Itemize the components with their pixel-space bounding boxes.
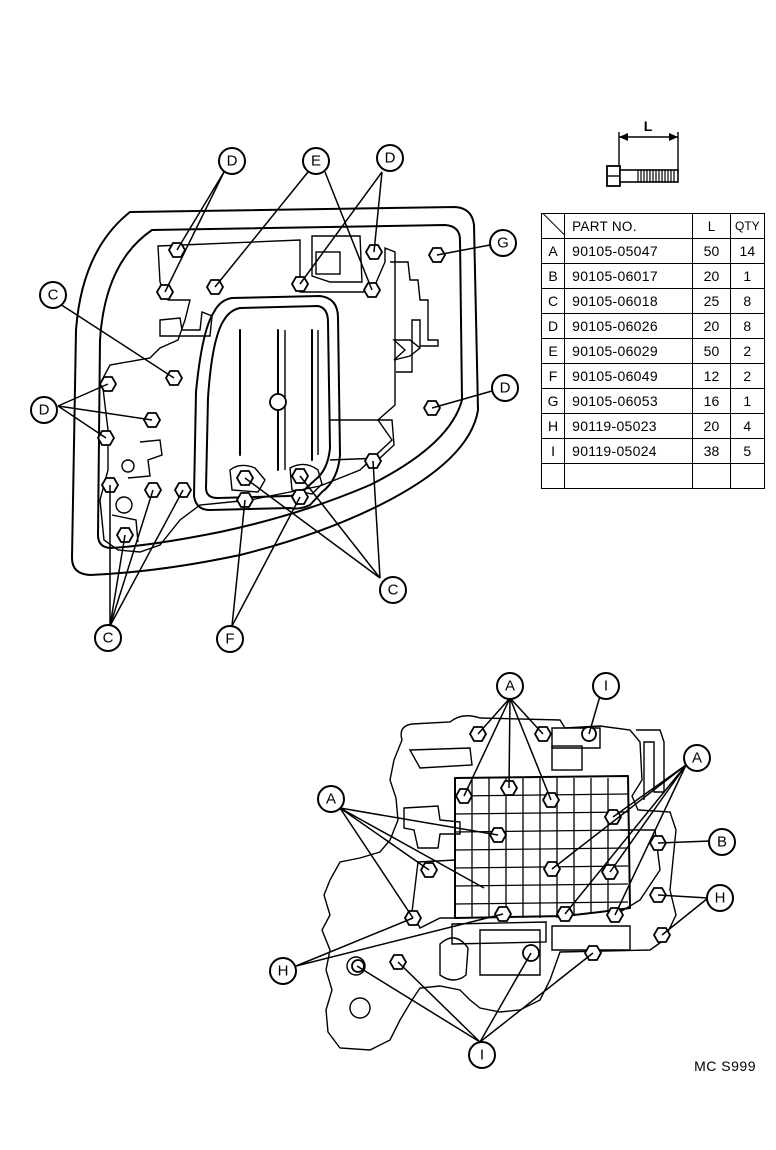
svg-text:A: A [692, 750, 702, 767]
row-key: G [540, 388, 566, 414]
row-key: D [540, 313, 566, 339]
row-part-no: 90105-06053 [564, 388, 694, 414]
row-key [540, 463, 566, 489]
row-part-no: 90105-06049 [564, 363, 694, 389]
row-key: C [540, 288, 566, 314]
svg-text:B: B [717, 834, 727, 851]
table-row: B 90105-06017 20 1 [540, 263, 766, 289]
row-part-no: 90105-06018 [564, 288, 694, 314]
svg-text:E: E [311, 153, 321, 170]
bolt-length-icon: L [606, 118, 679, 187]
row-key: H [540, 413, 566, 439]
svg-text:A: A [505, 678, 515, 695]
row-length: 20 [692, 263, 731, 289]
callout-a-left: A [317, 785, 345, 813]
svg-text:A: A [326, 791, 336, 808]
callout-g: G [489, 229, 517, 257]
row-length: 16 [692, 388, 731, 414]
table-row: E 90105-06029 50 2 [540, 338, 766, 364]
upper-valve-body-view: D E D G C D D C [30, 144, 519, 653]
callout-a-top: A [496, 672, 524, 700]
callout-d-top-right: D [376, 144, 404, 172]
table-row: G 90105-06053 16 1 [540, 388, 766, 414]
table-row-empty [540, 463, 766, 489]
row-length: 50 [692, 338, 731, 364]
row-length: 25 [692, 288, 731, 314]
row-key: B [540, 263, 566, 289]
row-qty: 8 [729, 288, 766, 314]
callout-h-left: H [269, 957, 297, 985]
lower-valve-body-view: A I A A B H H I [269, 672, 736, 1069]
header-qty: QTY [729, 213, 766, 239]
callout-f: F [216, 625, 244, 653]
row-length [692, 463, 731, 489]
row-length: 38 [692, 438, 731, 464]
row-part-no: 90105-06026 [564, 313, 694, 339]
row-qty: 5 [729, 438, 766, 464]
row-qty: 2 [729, 363, 766, 389]
svg-text:C: C [48, 287, 59, 304]
row-qty [729, 463, 766, 489]
row-length: 20 [692, 313, 731, 339]
dimension-label: L [644, 118, 653, 134]
table-row: F 90105-06049 12 2 [540, 363, 766, 389]
callout-d-left: D [30, 396, 58, 424]
svg-text:I: I [604, 678, 608, 695]
table-row: I 90119-05024 38 5 [540, 438, 766, 464]
row-qty: 1 [729, 388, 766, 414]
svg-text:G: G [497, 235, 509, 252]
row-key: A [540, 238, 566, 264]
row-qty: 14 [729, 238, 766, 264]
callout-i-top: I [592, 672, 620, 700]
header-length: L [692, 213, 731, 239]
svg-text:C: C [388, 582, 399, 599]
callout-c-bottom-left: C [94, 624, 122, 652]
parts-table-header: PART NO. L QTY [540, 213, 766, 239]
callout-i-bottom: I [468, 1041, 496, 1069]
row-part-no [564, 463, 694, 489]
callout-d-right: D [491, 374, 519, 402]
row-length: 50 [692, 238, 731, 264]
callout-c-bottom-right: C [379, 576, 407, 604]
row-part-no: 90119-05023 [564, 413, 694, 439]
svg-text:C: C [103, 630, 114, 647]
drawing-code: MC S999 [694, 1058, 756, 1074]
header-part-no: PART NO. [564, 213, 694, 239]
table-row: C 90105-06018 25 8 [540, 288, 766, 314]
callout-a-right: A [683, 744, 711, 772]
row-qty: 4 [729, 413, 766, 439]
row-qty: 8 [729, 313, 766, 339]
row-qty: 2 [729, 338, 766, 364]
callout-e: E [302, 147, 330, 175]
header-key [540, 213, 566, 239]
svg-text:H: H [715, 890, 726, 907]
row-key: E [540, 338, 566, 364]
row-part-no: 90105-06017 [564, 263, 694, 289]
row-key: I [540, 438, 566, 464]
row-part-no: 90105-05047 [564, 238, 694, 264]
svg-text:F: F [225, 631, 234, 648]
row-length: 20 [692, 413, 731, 439]
parts-table: PART NO. L QTY A 90105-05047 50 14 B 901… [540, 213, 766, 489]
row-length: 12 [692, 363, 731, 389]
row-qty: 1 [729, 263, 766, 289]
table-row: D 90105-06026 20 8 [540, 313, 766, 339]
row-key: F [540, 363, 566, 389]
table-row: A 90105-05047 50 14 [540, 238, 766, 264]
table-row: H 90119-05023 20 4 [540, 413, 766, 439]
callout-d-top-left: D [218, 147, 246, 175]
callout-c-left: C [39, 281, 67, 309]
svg-text:D: D [500, 380, 511, 397]
row-part-no: 90119-05024 [564, 438, 694, 464]
svg-text:D: D [227, 153, 238, 170]
svg-text:I: I [480, 1047, 484, 1064]
callout-h-right: H [706, 884, 734, 912]
row-part-no: 90105-06029 [564, 338, 694, 364]
callout-b: B [708, 828, 736, 856]
svg-text:D: D [385, 150, 396, 167]
svg-text:H: H [278, 963, 289, 980]
svg-text:D: D [39, 402, 50, 419]
